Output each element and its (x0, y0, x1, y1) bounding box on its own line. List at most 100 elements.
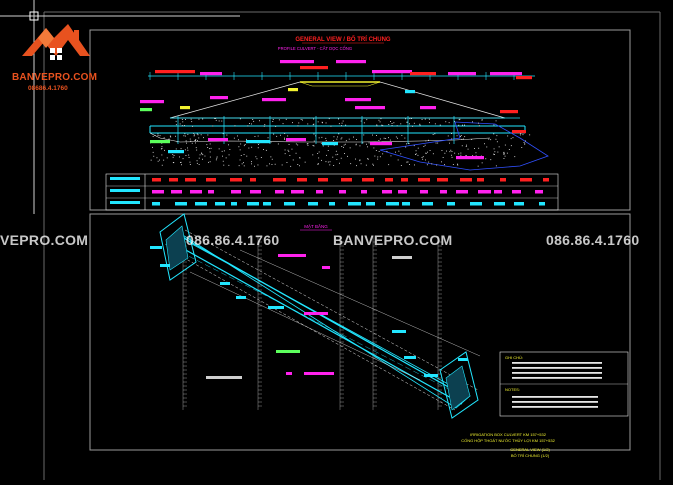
gravel-dot (259, 120, 260, 122)
gravel-dot (238, 139, 239, 141)
table-cell-value (440, 190, 447, 194)
gravel-dot (274, 163, 276, 165)
gravel-dot (302, 119, 303, 121)
gravel-dot (494, 151, 496, 153)
gravel-dot (157, 133, 159, 135)
table-cell-value (152, 202, 160, 206)
gravel-dot (238, 165, 240, 167)
gravel-dot (340, 138, 342, 140)
gravel-dot (312, 124, 314, 126)
gravel-dot (339, 162, 340, 164)
gravel-dot (333, 144, 335, 146)
gravel-dot (437, 142, 439, 144)
gravel-dot (243, 162, 244, 164)
gravel-dot (512, 137, 514, 139)
gravel-dot (188, 157, 190, 158)
gravel-dot (359, 145, 361, 147)
annotation-block (208, 138, 228, 142)
gravel-dot (329, 161, 331, 163)
table-cell-value (171, 190, 182, 194)
plan-label-block (206, 376, 242, 379)
gravel-dot (474, 148, 475, 149)
gravel-dot (503, 153, 505, 154)
gravel-dot (172, 162, 174, 163)
gravel-dot (400, 165, 402, 166)
gravel-dot (184, 149, 186, 151)
gravel-dot (239, 118, 241, 120)
gravel-dot (313, 123, 315, 125)
gravel-dot (472, 155, 474, 157)
gravel-dot (306, 143, 308, 145)
table-cell-value (478, 190, 491, 194)
plan-label-block (424, 374, 438, 377)
gravel-dot (372, 134, 373, 136)
gravel-dot (290, 165, 292, 167)
gravel-dot (240, 143, 242, 145)
gravel-dot (168, 138, 170, 140)
table-cell-value (284, 202, 295, 206)
table-cell-value (361, 190, 367, 194)
gravel-dot (405, 146, 407, 148)
gravel-dot (520, 133, 522, 135)
gravel-dot (161, 146, 163, 148)
gravel-dot (240, 155, 242, 156)
gravel-dot (317, 153, 319, 154)
gravel-dot (425, 152, 427, 154)
gravel-dot (181, 164, 182, 166)
gravel-dot (203, 137, 204, 139)
gravel-dot (172, 154, 174, 155)
table-cell-value (422, 202, 433, 206)
gravel-dot (425, 159, 426, 161)
gravel-dot (161, 148, 163, 149)
gravel-dot (317, 164, 319, 165)
annotation-block (420, 106, 436, 110)
table-cell-value (190, 190, 202, 194)
gravel-dot (215, 159, 217, 161)
note-text-line (512, 372, 602, 374)
gravel-dot (215, 118, 217, 119)
footer-line-2: CỐNG HỘP THOÁT NƯỚC THỦY LỢI KM 157+532 (461, 438, 555, 443)
note-text-line (512, 377, 602, 379)
plan-label-block (160, 264, 170, 267)
gravel-dot (187, 147, 188, 149)
gravel-dot (419, 124, 421, 126)
gravel-dot (320, 142, 322, 144)
watermark-center: BANVEPRO.COM (333, 232, 453, 248)
gravel-dot (385, 138, 387, 139)
gravel-dot (493, 153, 495, 155)
gravel-dot (284, 137, 285, 139)
gravel-dot (372, 163, 374, 165)
gravel-dot (451, 138, 453, 140)
table-cell-value (263, 202, 271, 206)
gravel-dot (243, 145, 245, 147)
annotation-block (286, 138, 306, 142)
gravel-dot (478, 147, 480, 149)
gravel-dot (200, 134, 202, 136)
gravel-dot (347, 155, 348, 157)
gravel-dot (209, 161, 211, 163)
gravel-dot (228, 164, 230, 166)
gravel-dot (272, 121, 274, 122)
gravel-dot (271, 158, 273, 160)
table-cell-value (275, 190, 284, 194)
gravel-dot (423, 146, 425, 147)
gravel-dot (300, 119, 302, 120)
gravel-dot (424, 144, 426, 146)
table-cell-value (297, 178, 307, 182)
gravel-dot (475, 155, 477, 157)
gravel-dot (221, 120, 223, 122)
gravel-dot (395, 151, 396, 153)
gravel-dot (413, 145, 415, 147)
plan-label-block (278, 254, 306, 257)
gravel-dot (207, 134, 209, 136)
gravel-dot (359, 160, 361, 162)
gravel-dot (340, 157, 342, 159)
gravel-dot (345, 140, 347, 142)
gravel-dot (163, 137, 165, 139)
culvert-headwall-right (439, 351, 479, 419)
gravel-dot (254, 165, 255, 167)
gravel-dot (529, 134, 531, 136)
gravel-dot (464, 124, 465, 126)
